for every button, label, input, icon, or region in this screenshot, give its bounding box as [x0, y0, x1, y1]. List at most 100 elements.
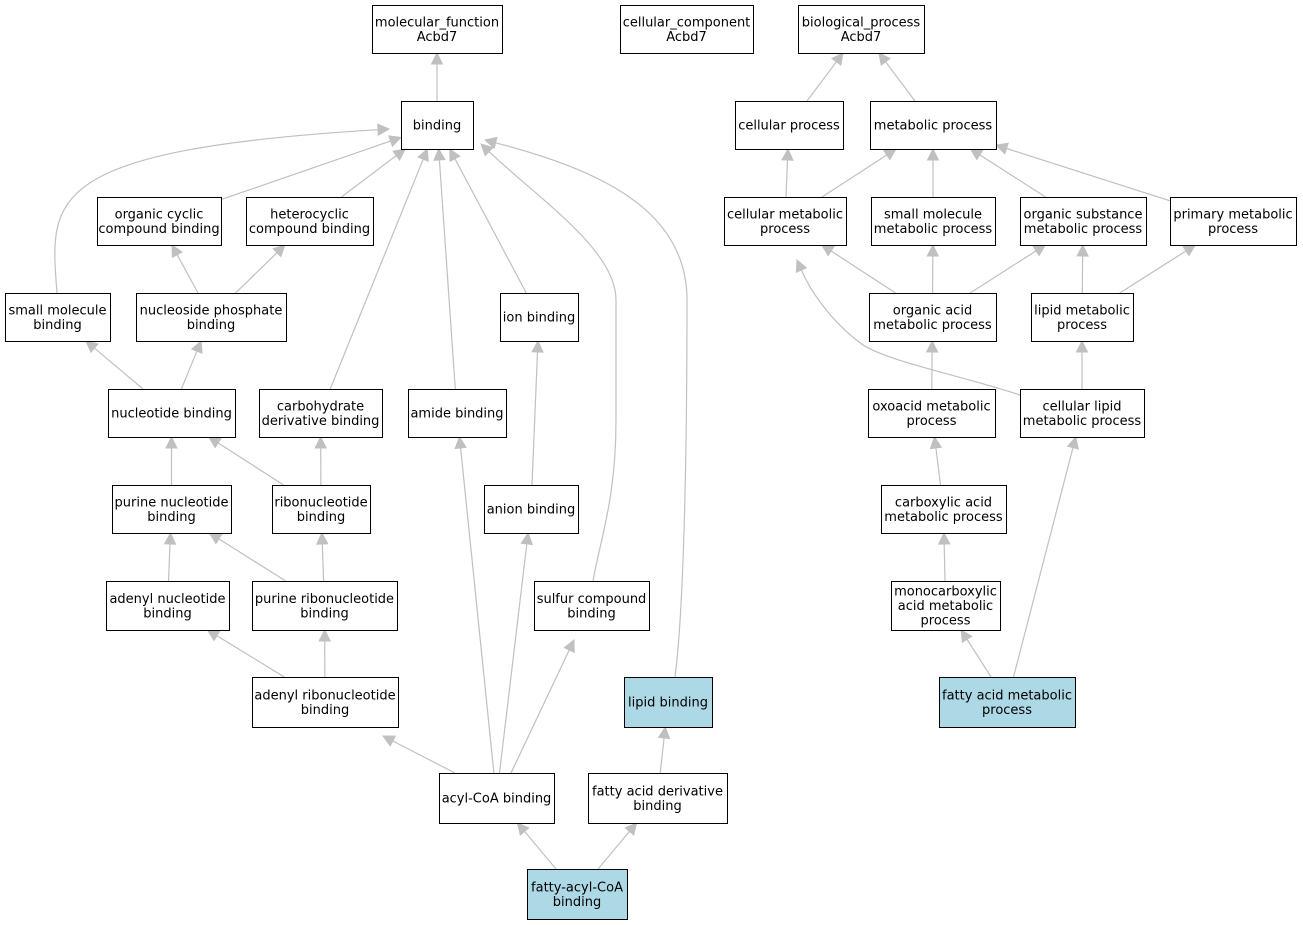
node-label: biological_process	[802, 15, 921, 30]
edge-primmet-to-metproc	[994, 142, 1171, 202]
node-label: process	[907, 414, 957, 429]
arrowhead	[1075, 339, 1089, 353]
arrowhead	[960, 629, 973, 644]
node-label: metabolic process	[874, 119, 993, 134]
edge-nucphos-to-hetcyc	[235, 244, 286, 294]
arrowhead	[531, 339, 544, 353]
arrowhead	[937, 531, 951, 545]
arrowhead	[483, 136, 498, 150]
arrowhead	[994, 142, 1009, 155]
edge-line	[498, 543, 528, 774]
arrowhead	[433, 147, 446, 161]
edge-celllip-to-cellmet	[795, 258, 1021, 396]
node-box	[246, 197, 374, 246]
node-label: small molecule	[884, 207, 982, 222]
edge-carbox-to-oxoacid	[929, 435, 943, 486]
node-box	[97, 197, 222, 246]
arrowhead	[781, 147, 794, 161]
edge-line	[321, 543, 325, 582]
edge-fametab-to-celllip	[1012, 435, 1079, 678]
node-box	[868, 389, 996, 438]
arrowhead	[1066, 435, 1079, 450]
arrowhead	[878, 52, 891, 66]
node-label: organic acid	[893, 303, 972, 318]
node-label: metabolic process	[1023, 414, 1142, 429]
edge-line	[180, 350, 198, 390]
node-label: molecular_function	[375, 15, 499, 30]
node-box	[939, 677, 1076, 728]
edge-lipbind-to-binding	[483, 136, 688, 678]
edge-line	[830, 250, 896, 294]
node-label: cellular_component	[623, 15, 751, 30]
node-box	[252, 677, 399, 728]
node-box	[108, 389, 236, 438]
arrowhead	[207, 436, 222, 449]
edge-cellproc-to-bp	[806, 52, 844, 102]
node-cellproc[interactable]: cellular process	[735, 101, 844, 150]
node-binding[interactable]: binding	[401, 101, 474, 150]
node-anion[interactable]: anion binding	[484, 485, 579, 534]
edge-line	[806, 61, 837, 102]
edge-line	[392, 740, 456, 774]
node-label: process	[760, 222, 810, 237]
edge-facoa-to-faderiv	[597, 822, 638, 870]
edge-adenribo-to-purribo	[318, 628, 331, 678]
node-label: oxoacid metabolic	[872, 399, 990, 414]
arrowhead	[388, 135, 403, 148]
arrowhead	[480, 143, 494, 157]
edge-smbind-to-binding	[54, 123, 391, 294]
node-label: adenyl nucleotide	[109, 592, 225, 607]
node-label: binding	[553, 895, 601, 910]
edge-line	[943, 543, 946, 582]
edge-line	[659, 737, 665, 774]
edge-line	[341, 155, 397, 198]
edge-line	[176, 254, 199, 294]
arrowhead	[624, 822, 638, 836]
edge-fametab-to-monocarb	[960, 629, 992, 678]
node-metproc[interactable]: metabolic process	[870, 101, 997, 150]
node-box	[372, 5, 503, 54]
edge-line	[454, 158, 527, 294]
node-nucbind[interactable]: nucleotide binding	[108, 389, 236, 438]
node-lipbind[interactable]: lipid binding	[624, 677, 713, 728]
edge-line	[329, 158, 424, 390]
arrowhead	[969, 148, 984, 161]
node-box	[136, 293, 287, 342]
node-amide[interactable]: amide binding	[408, 389, 507, 438]
arrowhead	[657, 725, 671, 740]
edge-line	[167, 543, 171, 582]
node-acylcoa[interactable]: acyl-CoA binding	[439, 773, 555, 824]
node-box	[624, 677, 713, 728]
edge-orgacid-to-orgsub	[969, 244, 1047, 294]
node-ionbind[interactable]: ion binding	[500, 293, 579, 342]
arrowhead	[417, 147, 429, 163]
